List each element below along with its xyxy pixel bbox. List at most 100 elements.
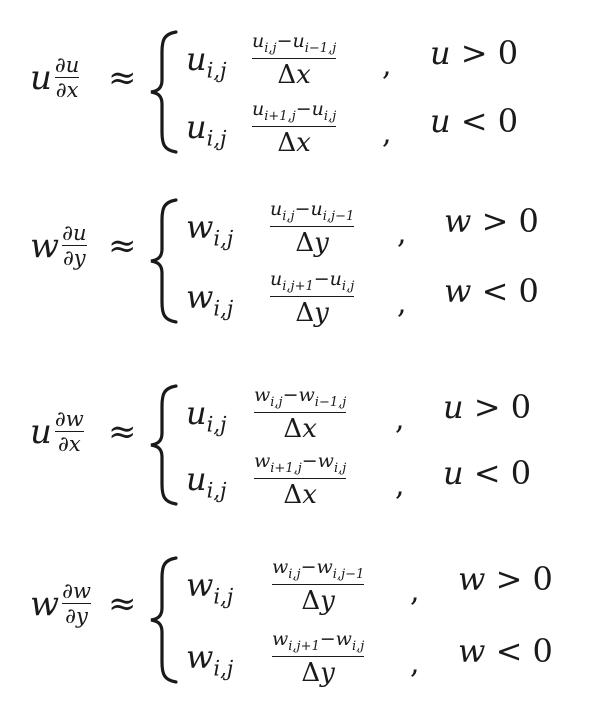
coefficient-sub: i,j — [213, 226, 234, 251]
fraction-bar — [62, 603, 91, 605]
coefficient-var: u — [186, 459, 207, 498]
coefficient-var: u — [186, 39, 207, 78]
coefficient-sub: i,j — [213, 296, 234, 321]
case-coefficient: wi,j — [186, 208, 233, 250]
fraction-bar — [252, 125, 337, 127]
coefficient-var: w — [186, 637, 214, 676]
separator-comma: , — [397, 286, 407, 321]
coefficient-var: w — [186, 565, 214, 604]
case-condition: w > 0 — [444, 202, 539, 240]
quotient-numerator: ui,j−ui−1,j — [252, 30, 337, 56]
coefficient-sub: i,j — [206, 478, 227, 503]
quotient-numerator: ui,j−ui,j−1 — [270, 198, 355, 224]
lhs-numerator: ∂u — [54, 53, 80, 77]
lhs-denominator: ∂y — [62, 246, 86, 271]
lhs-numerator: ∂w — [54, 407, 84, 431]
lhs-term: u∂u∂x — [30, 53, 80, 103]
quotient-numerator: wi,j+1−wi,j — [272, 628, 365, 654]
fraction-bar — [270, 225, 355, 227]
case-coefficient: ui,j — [186, 108, 227, 150]
lhs-denominator: ∂y — [65, 604, 88, 629]
coefficient-sub: i,j — [206, 58, 227, 83]
fraction-bar — [270, 295, 355, 297]
case-condition: w < 0 — [458, 632, 553, 670]
case-condition: w < 0 — [444, 272, 539, 310]
fraction-bar — [54, 77, 80, 79]
quotient-numerator: wi,j−wi−1,j — [254, 384, 347, 410]
case-condition: u < 0 — [443, 454, 532, 492]
coefficient-sub: i,j — [206, 126, 227, 151]
case-condition: w > 0 — [458, 560, 553, 598]
quotient-numerator: ui+1,j−ui,j — [252, 98, 337, 124]
quotient-numerator: wi,j−wi,j−1 — [272, 556, 365, 582]
fraction-bar — [254, 477, 347, 479]
lhs-variable: u — [30, 411, 52, 452]
separator-comma: , — [382, 116, 392, 151]
quotient-denominator: Δy — [295, 227, 329, 258]
lhs-term: u∂w∂x — [30, 408, 84, 455]
lhs-numerator: ∂w — [62, 579, 91, 603]
approx-sign: ≈ — [108, 58, 137, 98]
quotient-numerator: wi+1,j−wi,j — [254, 450, 347, 476]
case-condition: u < 0 — [430, 102, 519, 140]
lhs-derivative: ∂u∂x — [54, 53, 80, 103]
quotient-denominator: Δx — [277, 127, 311, 158]
lhs-derivative: ∂u∂y — [62, 221, 87, 271]
lhs-variable: w — [30, 225, 60, 266]
quotient-numerator: ui,j+1−ui,j — [270, 268, 355, 294]
left-brace-icon — [150, 556, 178, 684]
coefficient-var: w — [186, 207, 214, 246]
separator-comma: , — [410, 646, 420, 681]
fraction-bar — [252, 57, 337, 59]
fraction-bar — [272, 583, 365, 585]
lhs-denominator: ∂x — [57, 432, 81, 457]
approx-sign: ≈ — [108, 226, 137, 266]
case-coefficient: ui,j — [186, 460, 227, 502]
approx-sign: ≈ — [108, 412, 137, 452]
left-brace-icon — [150, 384, 178, 506]
lhs-variable: u — [30, 57, 52, 98]
coefficient-sub: i,j — [213, 584, 234, 609]
case-condition: u > 0 — [430, 34, 519, 72]
quotient-denominator: Δy — [295, 297, 329, 328]
lhs-variable: w — [30, 583, 60, 624]
quotient-denominator: Δy — [301, 657, 335, 688]
fraction-bar — [254, 411, 347, 413]
case-coefficient: ui,j — [186, 40, 227, 82]
approx-sign: ≈ — [108, 584, 137, 624]
quotient-denominator: Δy — [301, 585, 335, 616]
case-coefficient: wi,j — [186, 278, 233, 320]
separator-comma: , — [395, 402, 405, 437]
separator-comma: , — [410, 574, 420, 609]
lhs-numerator: ∂u — [62, 221, 87, 245]
lhs-denominator: ∂x — [55, 78, 79, 103]
lhs-derivative: ∂w∂x — [54, 407, 84, 457]
lhs-term: w∂u∂y — [30, 222, 87, 269]
coefficient-sub: i,j — [206, 412, 227, 437]
separator-comma: , — [382, 48, 392, 83]
case-coefficient: ui,j — [186, 394, 227, 436]
coefficient-sub: i,j — [213, 656, 234, 681]
separator-comma: , — [395, 468, 405, 503]
left-brace-icon — [150, 198, 178, 324]
left-brace-icon — [150, 30, 178, 154]
quotient-denominator: Δx — [283, 479, 317, 510]
case-coefficient: wi,j — [186, 638, 233, 680]
coefficient-var: w — [186, 277, 214, 316]
lhs-term: w∂w∂y — [30, 580, 91, 627]
case-condition: u > 0 — [443, 388, 532, 426]
case-coefficient: wi,j — [186, 566, 233, 608]
